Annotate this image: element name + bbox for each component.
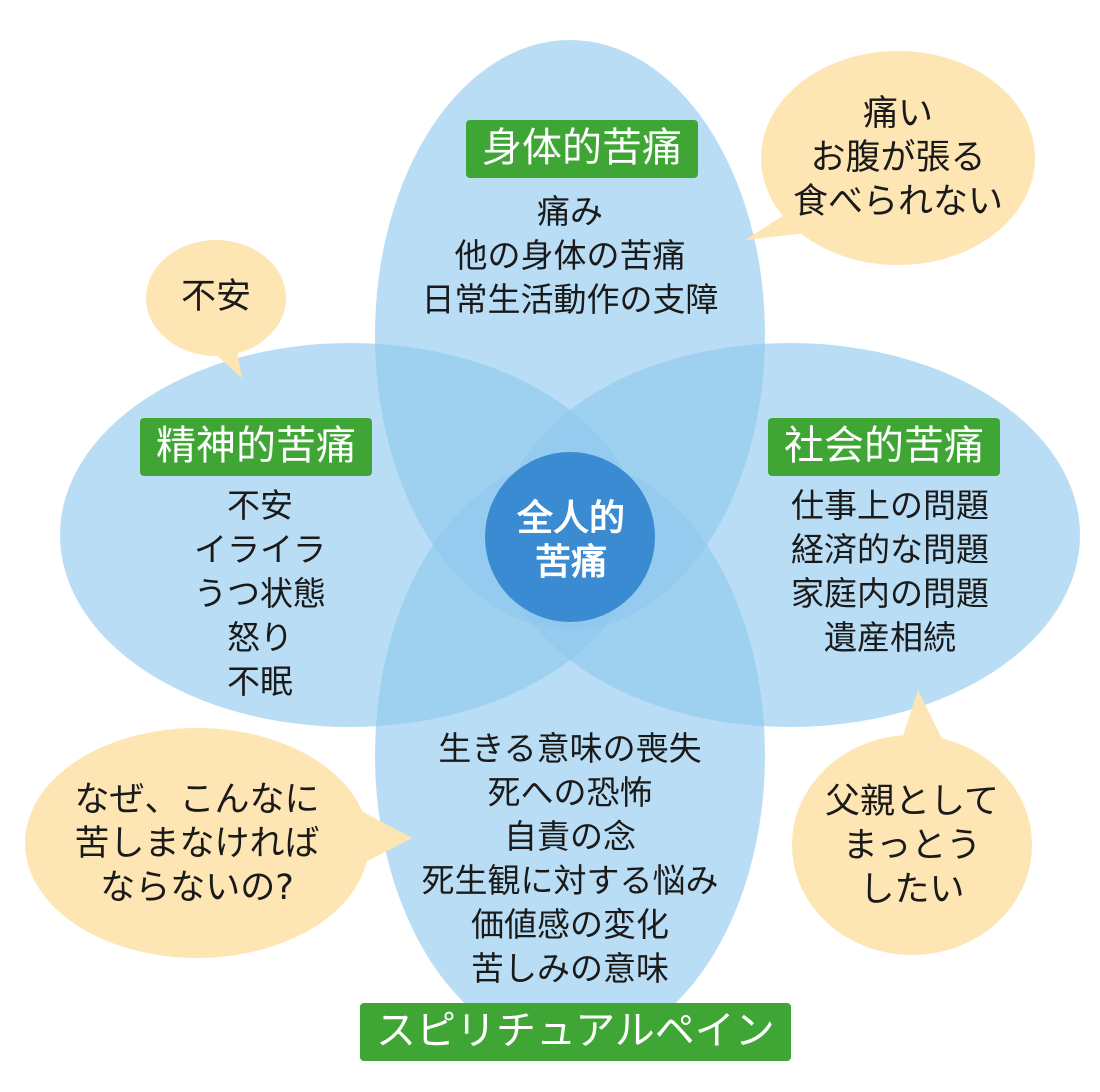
spiritual-pain-items: 生きる意味の喪失 死への恐怖 自責の念 死生観に対する悩み 価値感の変化 苦しみ… [400,727,740,991]
list-item: うつ状態 [194,574,326,613]
spiritual-pain-ellipse [375,460,765,1050]
bubble-line: お腹が張る [810,138,986,178]
bubble-mental [146,240,286,378]
list-item: 死生観に対する悩み [421,861,719,900]
list-item: 死への恐怖 [487,773,653,812]
bubble-line: 食べられない [792,182,1003,222]
social-pain-label: 社会的苦痛 [768,418,1000,476]
center-label-line: 全人的 [516,498,625,539]
bubble-line: まっとう [842,826,982,866]
physical-pain-items: 痛み 他の身体の苦痛 日常生活動作の支障 [390,190,750,322]
list-item: 怒り [227,618,293,657]
list-item: 日常生活動作の支障 [421,280,719,319]
list-item: イライラ [194,530,326,569]
bubble-line: 父親として [825,782,999,822]
bubble-social [792,690,1032,955]
list-item: 苦しみの意味 [471,949,669,988]
mental-pain-label: 精神的苦痛 [140,418,372,476]
center-label-line: 苦痛 [534,542,607,583]
physical-pain-label: 身体的苦痛 [466,120,698,178]
list-item: 生きる意味の喪失 [438,729,702,768]
center-circle [485,452,655,622]
bubble-physical-text: 痛い お腹が張る 食べられない [778,92,1018,224]
list-item: 遺産相続 [824,618,956,657]
bubble-line: 苦しまなければ [74,824,320,864]
social-pain-items: 仕事上の問題 経済的な問題 家庭内の問題 遺産相続 [765,484,1015,660]
list-item: 他の身体の苦痛 [454,236,686,275]
list-item: 不眠 [227,662,293,701]
list-item: 経済的な問題 [791,530,989,569]
bubble-line: なぜ、こんなに [74,780,320,820]
list-item: 仕事上の問題 [791,486,989,525]
bubble-line: したい [859,870,965,910]
bubble-line: 痛い [862,94,933,134]
bubble-spiritual [25,728,412,958]
center-label: 全人的 苦痛 [485,497,657,585]
list-item: 不安 [227,486,293,525]
bubble-social-text: 父親として まっとう したい [802,780,1022,912]
bubble-physical [745,51,1035,265]
mental-pain-items: 不安 イライラ うつ状態 怒り 不眠 [150,484,370,704]
spiritual-pain-label: スピリチュアルペイン [360,1003,791,1061]
list-item: 自責の念 [504,817,636,856]
bubble-spiritual-text: なぜ、こんなに 苦しまなければ ならないの? [47,778,347,910]
list-item: 価値感の変化 [471,905,669,944]
list-item: 家庭内の問題 [791,574,989,613]
bubble-mental-text: 不安 [156,275,276,319]
bubble-line: 不安 [180,277,251,317]
list-item: 痛み [537,192,603,231]
bubble-line: ならないの? [100,868,294,908]
